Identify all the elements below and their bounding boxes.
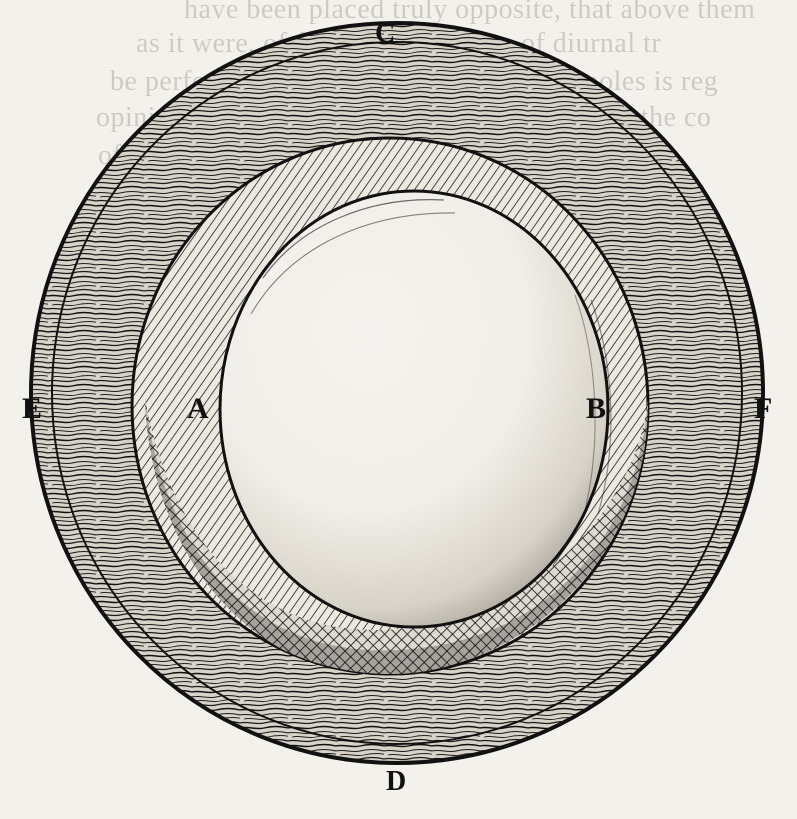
label-d: D: [386, 766, 407, 797]
label-e: E: [22, 392, 43, 425]
label-b: B: [586, 392, 607, 425]
label-a: A: [187, 392, 209, 425]
label-c: C: [375, 18, 396, 49]
label-f: F: [754, 392, 773, 425]
